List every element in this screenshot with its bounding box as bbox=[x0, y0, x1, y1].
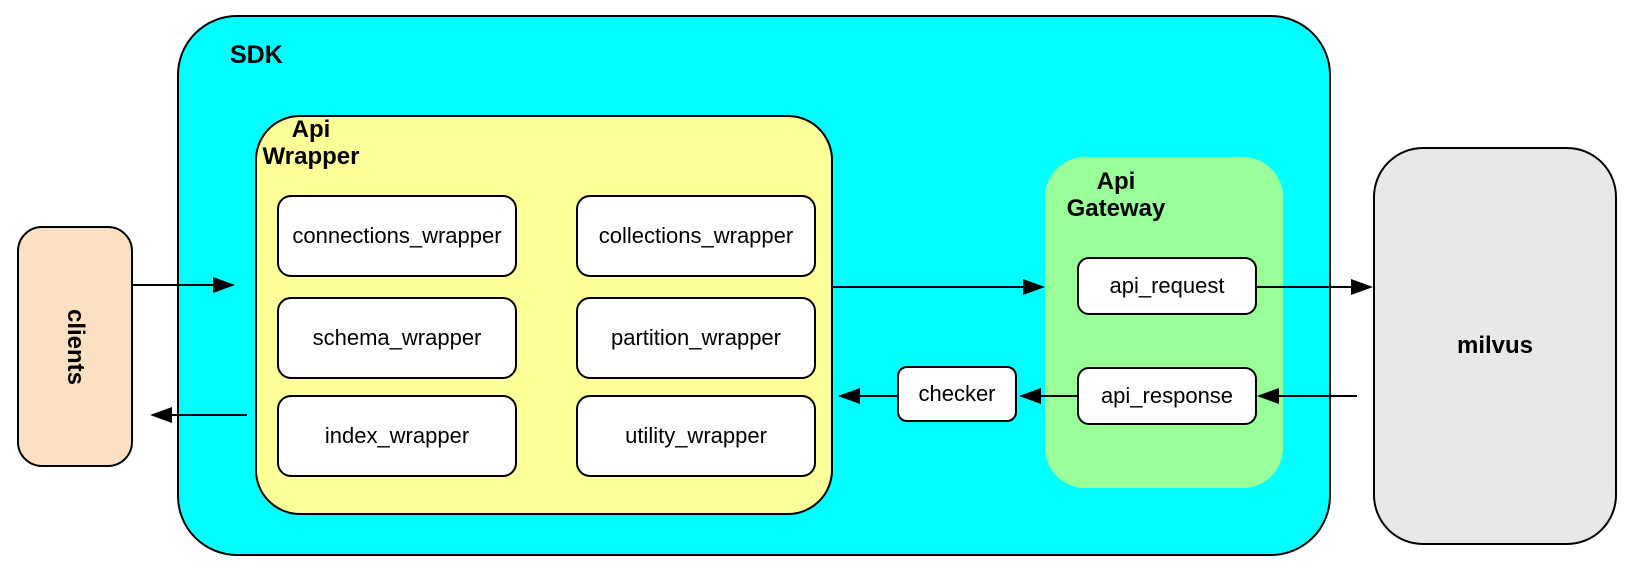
node-utility-wrapper-label: utility_wrapper bbox=[625, 423, 767, 448]
node-api-wrapper-label: Api Wrapper bbox=[262, 116, 360, 170]
node-schema-wrapper-label: schema_wrapper bbox=[312, 325, 482, 350]
node-api-response: api_response bbox=[1077, 367, 1257, 425]
node-partition-wrapper: partition_wrapper bbox=[576, 297, 816, 379]
node-clients: clients bbox=[17, 226, 133, 467]
node-milvus: milvus bbox=[1373, 147, 1617, 545]
node-utility-wrapper: utility_wrapper bbox=[576, 395, 816, 477]
node-schema-wrapper: schema_wrapper bbox=[277, 297, 517, 379]
node-clients-label: clients bbox=[62, 308, 89, 385]
node-index-wrapper: index_wrapper bbox=[277, 395, 517, 477]
node-api-request: api_request bbox=[1077, 257, 1257, 315]
node-connections-wrapper-label: connections_wrapper bbox=[292, 223, 502, 248]
node-sdk-label: SDK bbox=[230, 41, 283, 69]
node-milvus-label: milvus bbox=[1456, 332, 1534, 359]
node-index-wrapper-label: index_wrapper bbox=[324, 423, 470, 448]
node-checker-label: checker bbox=[918, 381, 996, 406]
node-api-response-label: api_response bbox=[1100, 383, 1234, 408]
node-collections-wrapper-label: collections_wrapper bbox=[598, 223, 794, 248]
node-api-gateway bbox=[1045, 157, 1283, 488]
node-api-request-label: api_request bbox=[1109, 273, 1225, 298]
node-collections-wrapper: collections_wrapper bbox=[576, 195, 816, 277]
node-api-gateway-label: Api Gateway bbox=[1066, 168, 1166, 222]
node-partition-wrapper-label: partition_wrapper bbox=[611, 325, 781, 350]
node-connections-wrapper: connections_wrapper bbox=[277, 195, 517, 277]
node-checker: checker bbox=[897, 366, 1017, 422]
